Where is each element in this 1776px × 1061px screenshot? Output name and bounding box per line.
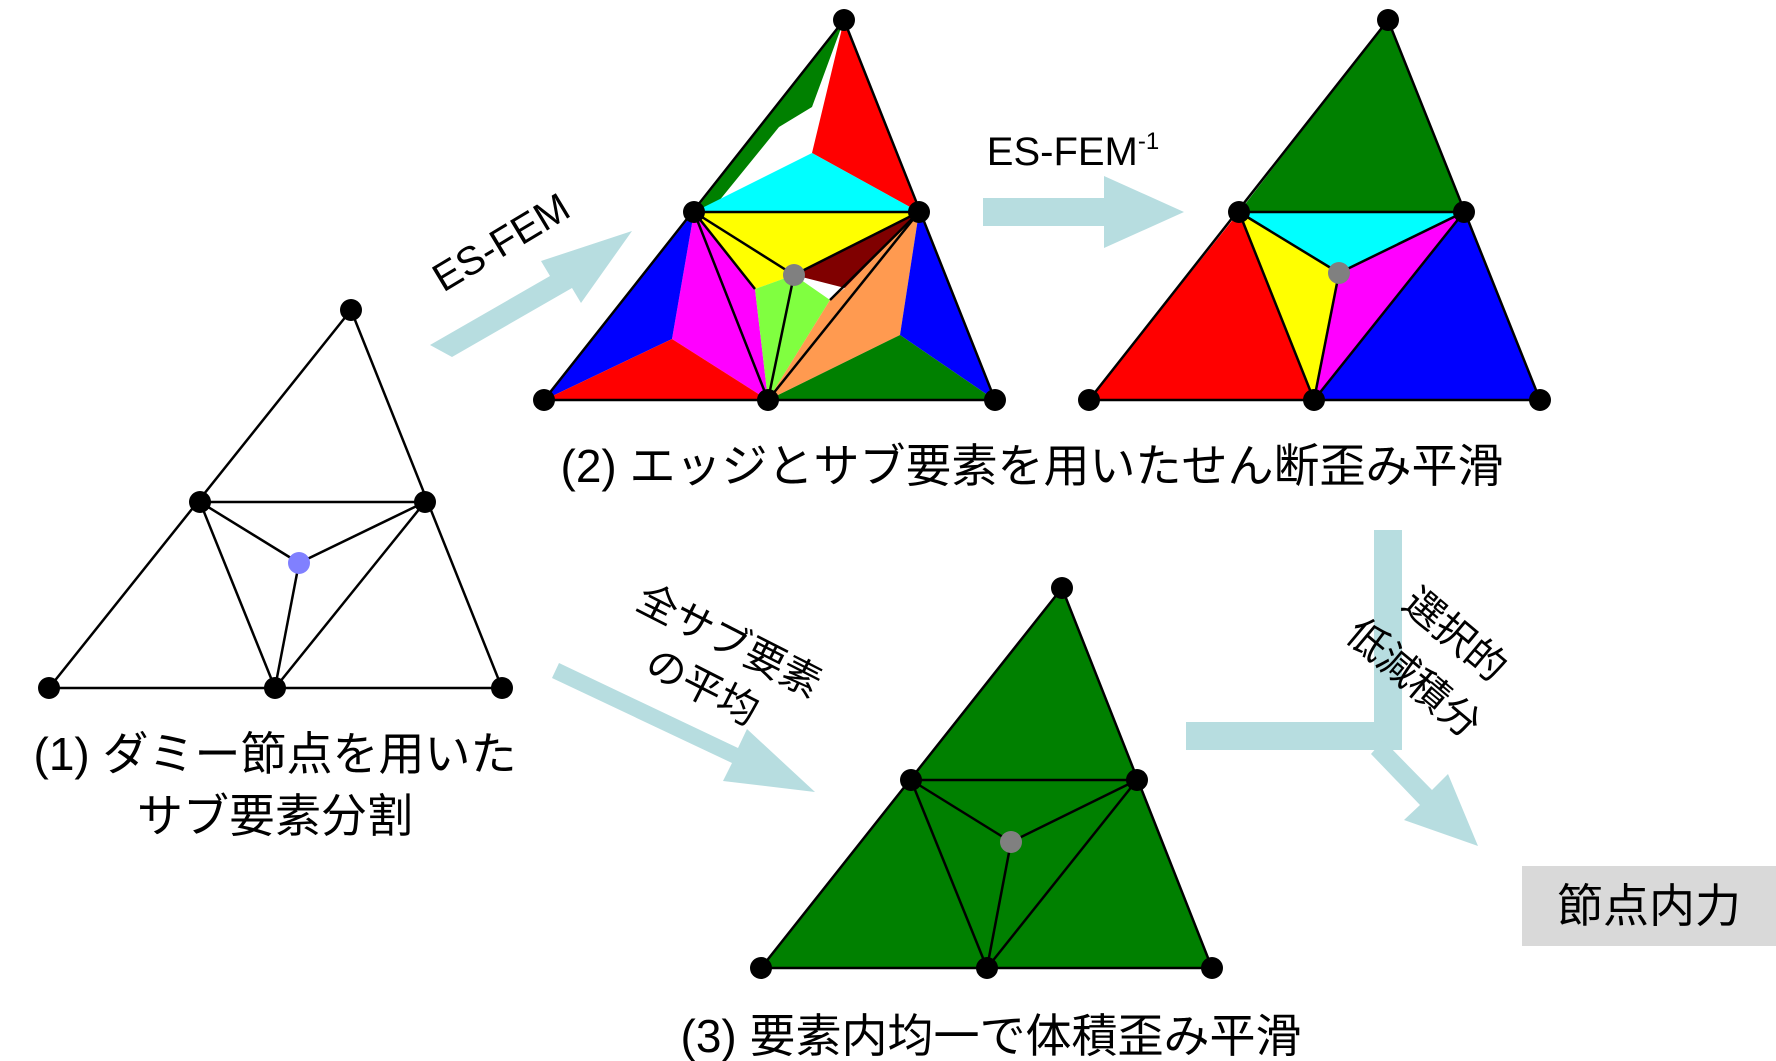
node [1051, 577, 1073, 599]
diag [693, 211, 756, 290]
spoke [766, 274, 796, 401]
node [1201, 957, 1223, 979]
node [757, 389, 779, 411]
domain-green-top [1239, 20, 1464, 212]
node [1078, 389, 1100, 411]
domain-blue [1314, 212, 1540, 400]
panel-1-nodes [38, 299, 513, 699]
edge-mid-left [909, 779, 989, 969]
domain-dark-red [794, 212, 919, 288]
edge-mid-right [986, 779, 1138, 969]
node [900, 769, 922, 791]
node [491, 677, 513, 699]
node [38, 677, 60, 699]
spoke [1338, 210, 1465, 275]
diag [829, 211, 920, 301]
domain-red-bottom [544, 339, 768, 400]
node [189, 491, 211, 513]
domain-cyan [1239, 212, 1464, 273]
edge-mid-right [1313, 211, 1465, 401]
dummy-node [288, 552, 310, 574]
arrow-es-fem-inverse-label: ES-FEM-1 [987, 128, 1159, 174]
spoke [1238, 210, 1340, 275]
dummy-node [1328, 262, 1350, 284]
domain-yellow [694, 212, 794, 289]
spoke [985, 841, 1013, 969]
spoke-right [298, 500, 426, 565]
node [264, 677, 286, 699]
domain-blue-right [900, 212, 995, 400]
node [1303, 389, 1325, 411]
domain-red-top-right [812, 20, 919, 212]
domain-yellow-2 [694, 212, 919, 275]
node [984, 389, 1006, 411]
node [976, 957, 998, 979]
spoke [693, 210, 795, 277]
panel-2-sub-element-nodes [1078, 9, 1551, 411]
spoke-bottom [273, 562, 301, 689]
node [1126, 769, 1148, 791]
panel-1-caption-line-2: サブ要素分割 [137, 790, 413, 842]
node [1453, 201, 1475, 223]
spoke [1312, 272, 1341, 401]
edge-mid-right [274, 501, 426, 689]
panel-2-caption: (2) エッジとサブ要素を用いたせん断歪み平滑 [561, 440, 1504, 492]
panel-3-caption: (3) 要素内均一で体積歪み平滑 [681, 1010, 1302, 1061]
node [1228, 201, 1250, 223]
domain-magenta [672, 212, 768, 400]
spoke [793, 210, 920, 277]
arrow-es-fem [430, 231, 632, 357]
spoke-left [199, 500, 300, 565]
arrows [430, 176, 1478, 846]
arrow-es-fem-inverse [983, 176, 1184, 248]
arrow-reduced-integration-vertical [1374, 530, 1402, 750]
node [1529, 389, 1551, 411]
panel-3-nodes [750, 577, 1223, 979]
result-box [1522, 866, 1776, 946]
node [414, 491, 436, 513]
panel-2-edge-nodes [533, 9, 1006, 411]
node [1377, 9, 1399, 31]
spoke [910, 778, 1012, 844]
domain-cyan [694, 153, 919, 212]
edge-mid-left [198, 501, 277, 689]
node [750, 957, 772, 979]
edge-mid-left [692, 211, 770, 401]
arrow-reduced-integration-horizontal [1186, 722, 1381, 750]
arrow-reduced-integration-diagonal [1371, 740, 1478, 846]
edge-mid-left [1237, 211, 1316, 401]
panel-1-caption-line-1: (1) ダミー節点を用いた [34, 728, 517, 780]
node [340, 299, 362, 321]
edge-mid-right [767, 211, 920, 401]
node [833, 9, 855, 31]
node [533, 389, 555, 411]
dummy-node [1000, 831, 1022, 853]
arrow-sub-element-average [552, 663, 815, 792]
node [908, 201, 930, 223]
dummy-node [783, 264, 805, 286]
result-box-label: 節点内力 [1557, 880, 1741, 932]
node [683, 201, 705, 223]
domain-green-bottom [768, 335, 995, 400]
spoke [1010, 778, 1138, 844]
